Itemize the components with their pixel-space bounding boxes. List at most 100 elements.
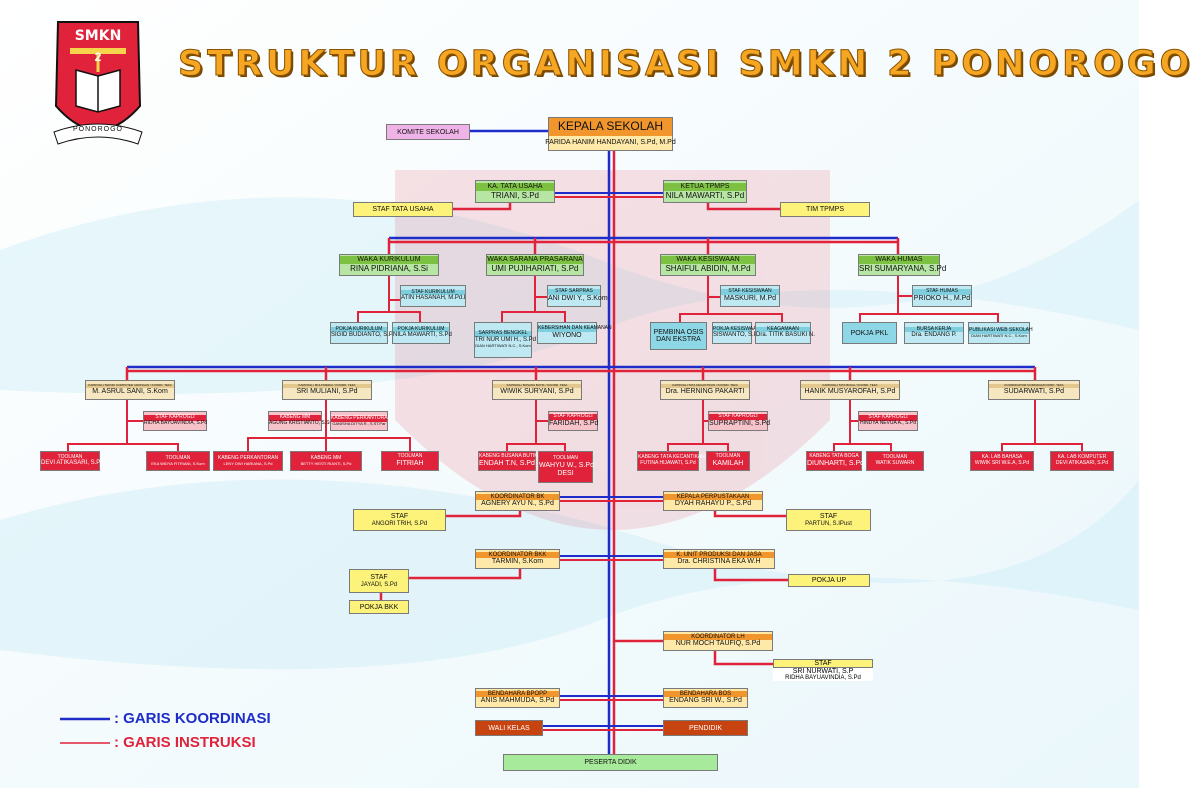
node-name: TARMIN, S.Kom [491, 558, 544, 566]
node-title: STAF KAPROGLI [549, 413, 597, 420]
node-extra: DIAN HARTIWATI N.C., S.Kom [475, 343, 531, 349]
node-label: PESERTA DIDIK [584, 759, 637, 766]
node-title: WAKA HUMAS [859, 256, 939, 265]
node-name: Dra. TITIK BASUKI N. [756, 332, 815, 339]
node-name: FITRIAH [396, 459, 424, 467]
node-name: JAYADI, S.Pd [360, 581, 398, 588]
node-name: WIWIK SRI W.E.A, S.Pd [974, 460, 1030, 466]
node-name: SUDARWATI, S.Pd [1003, 387, 1065, 395]
node-name: SUPRAPTINI, S.Pd [709, 419, 771, 427]
node-pendidik: PENDIDIK [663, 720, 748, 736]
node-label: PENDIDIK [688, 724, 723, 732]
node-name: SISWANTO, S.Pd [713, 332, 762, 339]
node-name: DEVI ATIKASARI, S.Pd [41, 460, 104, 467]
node-label: PEMBINA OSIS DAN EKSTRA [653, 329, 704, 343]
node-title: PUBLIKASI WEB SEKOLAH [969, 326, 1033, 334]
node-title: TOOLMAN [57, 453, 83, 460]
node-title: TOOLMAN [882, 454, 908, 461]
node-name: SIGID BUDIANTO, S.Pd [331, 332, 397, 339]
node-title: KEAGAMAAN [756, 326, 810, 333]
node-title: KEPALA PERPUSTAKAAN [664, 493, 762, 501]
node-label: TIM TPMPS [806, 206, 844, 213]
watermark-logo [395, 170, 830, 530]
node-name: WIYONO [552, 331, 582, 339]
node-title: KABENG PERKANTORAN [217, 454, 279, 461]
node-title: KA. TATA USAHA [476, 182, 554, 191]
node-name: ENDANG SRI W., S.Pd [669, 697, 742, 705]
school-logo: SMKN 2 PONOROGO [48, 14, 148, 164]
node-title: KAPROGLI TATA KECANTIKAN / KOORD. TEFA [661, 383, 749, 388]
node-name: PRIOKO H., M.Pd [913, 294, 971, 302]
node-pokja-pkl: POKJA PKL [842, 322, 897, 344]
node-name: GANISHA DITYA R., S.ST.Par [332, 420, 386, 426]
node-name: ANI DWI Y., S.Kom [548, 294, 608, 302]
node-komite-sekolah: KOMITE SEKOLAH [386, 124, 470, 140]
node-title: BURSA KERJA [905, 326, 963, 333]
node-name: ENDAH T.N, S.Pd [479, 459, 535, 467]
node-name: AGNERY AYU N., S.Pd [481, 500, 554, 508]
node-name: SHAIFUL ABIDIN, M.Pd [665, 264, 751, 274]
node-pokja-up: POKJA UP [788, 574, 870, 587]
node-label: WALI KELAS [488, 724, 530, 732]
legend-instruction-label: : GARIS INSTRUKSI [114, 734, 256, 751]
node-name: ATIN HASANAH, M.Pd.I [401, 295, 466, 302]
node-title: KAPROGLI BUSANA BUTIK / KOORD. TEFA [493, 383, 581, 388]
node-wali-kelas: WALI KELAS [475, 720, 543, 736]
node-title: POKJA KURIKULUM [393, 326, 449, 333]
node-title: KETUA TPMPS [664, 182, 746, 191]
node-name: AGUNG KRISTIANTO, S.Si [269, 420, 331, 426]
node-name: NUR MOCH TAUFIQ, S.Pd [675, 640, 761, 648]
node-label: POKJA BKK [359, 603, 399, 611]
node-kepala-sekolah: KEPALA SEKOLAH FARIDA HANIM HANDAYANI, S… [545, 117, 676, 151]
node-name: WIWIK SURYANI, S.Pd [500, 387, 574, 395]
node-title: STAF KURIKULUM [401, 289, 465, 296]
node-title: STAF KAPROGLI [709, 413, 767, 420]
node-name: RIDHA BAYUAVINDIA, S.Pd [144, 420, 208, 426]
node-title: STAF [773, 659, 873, 668]
node-title: KABENG TATA KECANTIKAN [638, 454, 705, 461]
node-name: Dra. HERNING PAKARTI [665, 387, 745, 395]
node-name: EKA WIDYA FITRIANI, S.Kom [151, 460, 205, 466]
node-name: KAMILAH [712, 459, 744, 467]
node-staf-lh: STAF SRI NURWATI, S.P RIDHA BAYUAVINDIA,… [773, 653, 873, 687]
node-label: STAF TATA USAHA [372, 206, 434, 213]
node-pokja-bkk: POKJA BKK [349, 600, 409, 614]
node-title: KABENG MM [310, 454, 342, 461]
node-title: KABENG TATA BOGA [809, 453, 859, 460]
node-name: NILA MAWARTI, S.Pd [393, 332, 452, 339]
node-title: BENDAHARA BPOPP [476, 690, 559, 698]
node-title: KABENG BUSANA BUTIK [479, 453, 538, 460]
node-title: KOORDINATOR BKK [476, 551, 559, 559]
node-title: TOOLMAN [397, 453, 423, 460]
node-name: DEVI ATIKASARI, S.Pd [1055, 460, 1109, 466]
node-title: STAF KAPROGLI [144, 414, 206, 421]
node-name: WAHYU W., S.Pd [539, 461, 594, 469]
